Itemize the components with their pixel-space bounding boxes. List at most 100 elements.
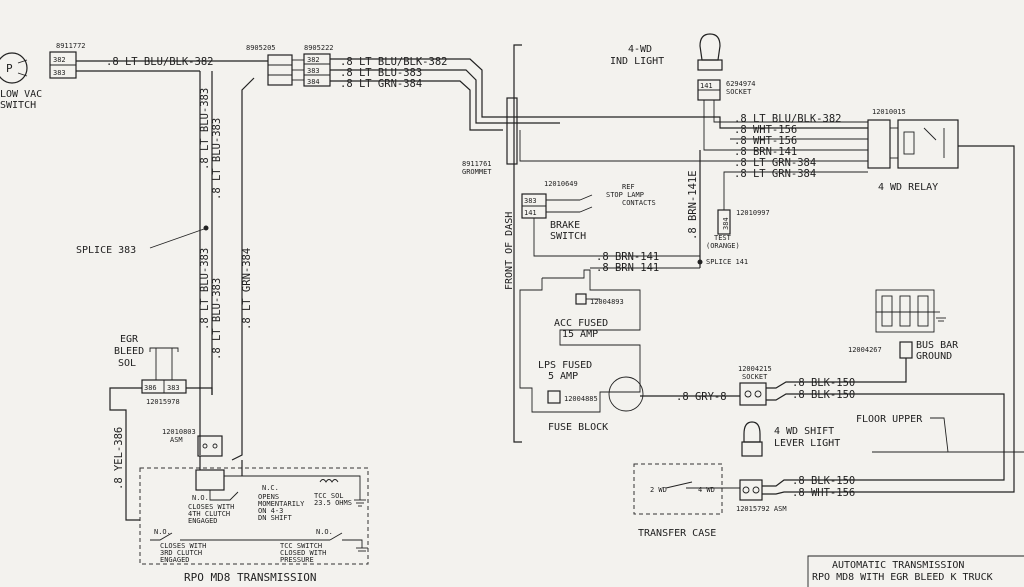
shift-light-label: 4 WD SHIFT xyxy=(774,426,834,437)
test-connector: 384 12010997 TEST (ORANGE) xyxy=(706,209,770,250)
fuse-block-label: FUSE BLOCK xyxy=(548,422,608,433)
pin-label: 383 xyxy=(524,197,537,205)
asm-label: ASM xyxy=(170,436,183,444)
part-number: 8905205 xyxy=(246,44,276,52)
wire-label: .8 BRN-141 xyxy=(596,251,659,263)
pin-label: 141 xyxy=(524,209,537,217)
wire-label: .8 LT BLU/BLK-382 xyxy=(734,113,841,125)
bus-bar-label: GROUND xyxy=(916,351,952,362)
bus-bar-label: BUS BAR xyxy=(916,340,959,351)
brake-switch: 12010649 383 141 REF STOP LAMP CONTACTS … xyxy=(521,180,656,242)
wire-label: .8 BLK-150 xyxy=(792,377,855,389)
wire-label: .8 LT GRN-384 xyxy=(734,168,816,180)
pin-label: 382 xyxy=(307,56,320,64)
switch-label: 3RD CLUTCH xyxy=(160,549,202,557)
part-number: 12010015 xyxy=(872,108,906,116)
pin-label: 382 xyxy=(53,56,66,64)
pin-label: 384 xyxy=(722,217,730,230)
ind-light-label: IND LIGHT xyxy=(610,56,664,67)
transmission-box: N.O. CLOSES WITH 4TH CLUTCH ENGAGED N.C.… xyxy=(139,456,369,565)
switch-label: 4TH CLUTCH xyxy=(188,510,230,518)
fuse-block: 12004893 ACC FUSED 15 AMP LPS FUSED 5 AM… xyxy=(519,269,644,433)
relay-label: 4 WD RELAY xyxy=(878,182,938,193)
connector-8905222: 8905222 382 383 384 xyxy=(303,44,334,87)
part-number: 12004215 xyxy=(738,365,772,373)
grommet-label: GROMMET xyxy=(462,168,492,176)
switch-label: MOMENTARILY xyxy=(258,500,305,508)
splice-383: SPLICE 383 xyxy=(76,225,209,256)
switch-label: PRESSURE xyxy=(280,556,314,564)
part-number: 12015792 ASM xyxy=(736,505,787,513)
socket-label: SOCKET xyxy=(726,88,752,96)
part-number: 8905222 xyxy=(304,44,334,52)
wire-label: .8 LT GRN-384 xyxy=(241,248,253,330)
transfer-case: 2 WD 4 WD 12015792 ASM TRANSFER CASE xyxy=(633,463,787,539)
brake-switch-label: BRAKE xyxy=(550,220,580,231)
socket-label: SOCKET xyxy=(742,373,768,381)
acc-fused-label: ACC FUSED xyxy=(554,318,608,329)
switch-label: ON 4-3 xyxy=(258,507,283,515)
tcc-sol-label: TCC SOL xyxy=(314,492,344,500)
part-number: 12015978 xyxy=(146,398,180,406)
test-label: TEST xyxy=(714,234,732,242)
wire-label: .8 LT BLU-383 xyxy=(211,118,223,200)
shift-light-label: LEVER LIGHT xyxy=(774,438,840,449)
lps-fused-label: 5 AMP xyxy=(548,371,578,382)
pin-label: 386 xyxy=(144,384,157,392)
egr-bleed-sol: EGR BLEED SOL 386 383 12015978 xyxy=(114,334,187,406)
part-number: 12010649 xyxy=(544,180,578,188)
test-label: (ORANGE) xyxy=(706,242,740,250)
switch-label: DN SHIFT xyxy=(258,514,293,522)
pin-label: 383 xyxy=(167,384,180,392)
wire-label: .8 LT BLU/BLK-382 xyxy=(106,56,213,68)
brake-ref-label: STOP LAMP xyxy=(606,191,644,199)
floor-upper: FLOOR UPPER xyxy=(856,414,1024,453)
ind-light: 4-WD IND LIGHT 141 6294974 SOCKET xyxy=(610,33,756,101)
part-number: 12010997 xyxy=(736,209,770,217)
front-of-dash-label: FRONT OF DASH xyxy=(504,212,515,290)
switch-label: OPENS xyxy=(258,493,279,501)
pin-label: 383 xyxy=(53,69,66,77)
wire-label: .8 LT BLU-383 xyxy=(199,88,211,170)
transfer-inner: 4 WD xyxy=(698,486,715,494)
ind-light-label: 4-WD xyxy=(628,44,652,55)
part-number: 12010803 xyxy=(162,428,196,436)
wire-label: .8 WHT-156 xyxy=(734,124,797,136)
part-number: 12004893 xyxy=(590,298,624,306)
floor-upper-label: FLOOR UPPER xyxy=(856,414,923,425)
switch-label: N.C. xyxy=(262,484,279,492)
wire-label: .8 BRN-141E xyxy=(687,170,699,240)
switch-label: CLOSED WITH xyxy=(280,549,326,557)
wire-label: .8 LT GRN-384 xyxy=(340,78,422,90)
part-number: 12004267 xyxy=(848,346,882,354)
brake-ref-label: REF xyxy=(622,183,635,191)
low-vac-switch-label: LOW VAC xyxy=(0,89,42,100)
switch-label: ENGAGED xyxy=(188,517,218,525)
lps-fused-label: LPS FUSED xyxy=(538,360,592,371)
part-number: 8911772 xyxy=(56,42,86,50)
switch-label: N.O. xyxy=(154,528,171,536)
asm-12010803: 12010803 ASM xyxy=(162,428,223,457)
wire-label: .8 BRN-141 xyxy=(734,146,797,158)
pin-label: 141 xyxy=(700,82,713,90)
wire-label: .8 BLK-150 xyxy=(792,389,855,401)
acc-fused-label: 15 AMP xyxy=(562,329,598,340)
grommet: 8911761 GROMMET xyxy=(462,160,492,176)
switch-label: N.O. xyxy=(316,528,333,536)
transfer-case-label: TRANSFER CASE xyxy=(638,528,716,539)
title-block: AUTOMATIC TRANSMISSION RPO MD8 WITH EGR … xyxy=(807,555,1024,587)
wire-label: .8 GRY-8 xyxy=(676,391,727,403)
egr-label: BLEED xyxy=(114,346,144,357)
title-line-1: AUTOMATIC TRANSMISSION xyxy=(832,560,964,571)
brake-switch-label: SWITCH xyxy=(550,231,586,242)
pin-label: 383 xyxy=(307,67,320,75)
switch-label: ENGAGED xyxy=(160,556,190,564)
title-line-2: RPO MD8 WITH EGR BLEED K TRUCK xyxy=(812,572,993,583)
transfer-inner: 2 WD xyxy=(650,486,667,494)
wire-label: .8 LT BLU-383 xyxy=(211,278,223,360)
shift-lever-light: 4 WD SHIFT LEVER LIGHT xyxy=(741,421,840,457)
bus-bar: 12004267 BUS BAR GROUND xyxy=(848,289,959,362)
wire-label: .8 WHT-156 xyxy=(792,487,855,499)
socket-12004215: 12004215 SOCKET xyxy=(738,365,772,406)
